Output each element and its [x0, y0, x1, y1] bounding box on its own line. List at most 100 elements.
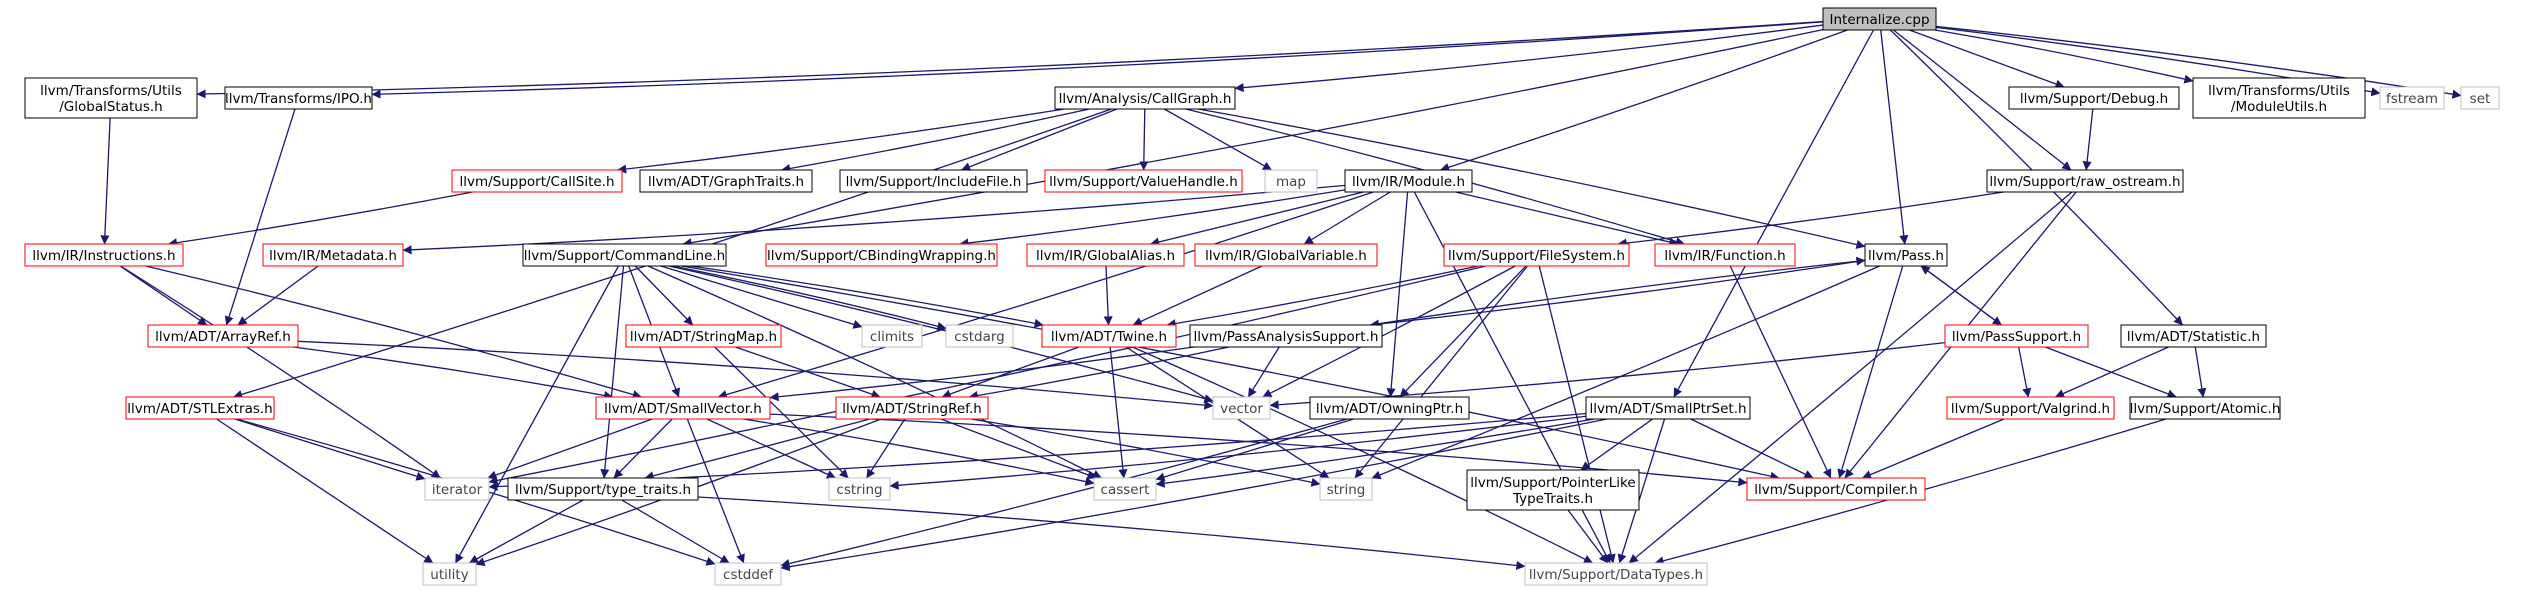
node-pass[interactable]: llvm/Pass.h — [1864, 243, 1948, 267]
node-debug-label: llvm/Support/Debug.h — [2020, 91, 2168, 107]
node-map-label: map — [1276, 174, 1306, 190]
node-typetraits[interactable]: llvm/Support/type_traits.h — [507, 477, 699, 501]
node-datatypes: llvm/Support/DataTypes.h — [1524, 562, 1708, 586]
edge-rawostream-to-datatypes — [1628, 191, 2073, 564]
node-instructions[interactable]: llvm/IR/Instructions.h — [24, 243, 184, 267]
edge-module-to-globalalias — [1150, 191, 1364, 247]
node-cbinding[interactable]: llvm/Support/CBindingWrapping.h — [765, 243, 998, 267]
node-moduleutils[interactable]: llvm/Transforms/Utils/ModuleUtils.h — [2192, 77, 2366, 119]
edge-twine-to-cassert — [1109, 346, 1128, 479]
edge-internalize-to-module — [1440, 29, 1848, 172]
edge-instructions-to-iterator — [120, 265, 441, 479]
node-includefile[interactable]: llvm/Support/IncludeFile.h — [839, 169, 1028, 193]
node-datatypes-box — [1524, 562, 1708, 586]
node-passsupport-box — [1944, 324, 2089, 348]
node-graphtraits[interactable]: llvm/ADT/GraphTraits.h — [639, 169, 813, 193]
node-utility-box — [422, 562, 477, 586]
node-moduleutils-label: llvm/Transforms/Utils — [2208, 83, 2350, 99]
edge-passanalysis-to-vector — [1247, 346, 1280, 398]
edge-twine-to-stringref — [941, 346, 1080, 399]
node-callgraph-label: llvm/Analysis/CallGraph.h — [1059, 91, 1232, 107]
edge-statistic-to-atomic — [2194, 346, 2207, 398]
node-internalize-box — [1822, 7, 1937, 31]
node-twine[interactable]: llvm/ADT/Twine.h — [1041, 324, 1177, 348]
node-valgrind[interactable]: llvm/Support/Valgrind.h — [1946, 396, 2115, 420]
node-smallptrset-label: llvm/ADT/SmallPtrSet.h — [1589, 401, 1746, 417]
node-smallvector[interactable]: llvm/ADT/SmallVector.h — [595, 396, 771, 420]
node-function-label: llvm/IR/Function.h — [1664, 248, 1785, 264]
node-statistic[interactable]: llvm/ADT/Statistic.h — [2120, 324, 2267, 348]
node-rawostream[interactable]: llvm/Support/raw_ostream.h — [1986, 169, 2184, 193]
node-passanalysis[interactable]: llvm/PassAnalysisSupport.h — [1189, 324, 1383, 348]
node-stringmap-label: llvm/ADT/StringMap.h — [630, 329, 777, 345]
node-commandline[interactable]: llvm/Support/CommandLine.h — [522, 243, 727, 267]
node-valuehandle-box — [1044, 169, 1243, 193]
node-set-label: set — [2470, 91, 2491, 107]
node-climits-label: climits — [870, 329, 914, 345]
edge-filesystem-to-twine — [1166, 265, 1479, 329]
node-stringmap[interactable]: llvm/ADT/StringMap.h — [625, 324, 782, 348]
node-compiler[interactable]: llvm/Support/Compiler.h — [1746, 477, 1926, 501]
edge-commandline-to-stringmap — [634, 265, 694, 326]
edge-pass-to-compiler — [1837, 265, 1904, 479]
edge-module-to-cbinding — [959, 189, 1346, 248]
edge-smallptrset-to-cstddef — [780, 418, 1608, 572]
node-metadata-label: llvm/IR/Metadata.h — [269, 248, 397, 264]
node-smallvector-box — [595, 396, 771, 420]
node-globalstatus[interactable]: llvm/Transforms/Utils/GlobalStatus.h — [24, 77, 198, 119]
node-callgraph[interactable]: llvm/Analysis/CallGraph.h — [1054, 86, 1236, 110]
node-internalize[interactable]: Internalize.cpp — [1822, 7, 1937, 31]
edge-rawostream-to-filesystem — [1617, 191, 2004, 248]
edge-callsite-to-instructions — [167, 191, 473, 248]
node-metadata[interactable]: llvm/IR/Metadata.h — [262, 243, 404, 267]
node-callsite[interactable]: llvm/Support/CallSite.h — [451, 169, 623, 193]
node-globalstatus-label: llvm/Transforms/Utils — [40, 83, 182, 99]
node-arrayref-box — [147, 324, 299, 348]
node-owningptr[interactable]: llvm/ADT/OwningPtr.h — [1309, 396, 1470, 420]
node-stringref[interactable]: llvm/ADT/StringRef.h — [835, 396, 989, 420]
node-atomic[interactable]: llvm/Support/Atomic.h — [2129, 396, 2281, 420]
node-globalalias[interactable]: llvm/IR/GlobalAlias.h — [1026, 243, 1185, 267]
node-graphtraits-label: llvm/ADT/GraphTraits.h — [648, 174, 804, 190]
node-vector-box — [1212, 396, 1271, 420]
node-valuehandle[interactable]: llvm/Support/ValueHandle.h — [1044, 169, 1243, 193]
node-statistic-label: llvm/ADT/Statistic.h — [2127, 329, 2260, 345]
node-debug[interactable]: llvm/Support/Debug.h — [2008, 86, 2180, 110]
node-metadata-box — [262, 243, 404, 267]
node-instructions-label: llvm/IR/Instructions.h — [32, 248, 175, 264]
node-module[interactable]: llvm/IR/Module.h — [1344, 169, 1473, 193]
edge-commandline-to-compiler — [681, 265, 1780, 481]
edge-smallvector-to-iterator — [487, 418, 653, 480]
node-valgrind-box — [1946, 396, 2115, 420]
node-cstdarg-box — [945, 324, 1014, 348]
node-smallptrset[interactable]: llvm/ADT/SmallPtrSet.h — [1585, 396, 1751, 420]
edge-internalize-to-rawostream — [1893, 29, 2072, 171]
node-passsupport[interactable]: llvm/PassSupport.h — [1944, 324, 2089, 348]
edge-owningptr-to-cstddef — [780, 418, 1348, 568]
edge-commandline-to-twine — [690, 265, 1044, 328]
node-instructions-box — [24, 243, 184, 267]
node-function[interactable]: llvm/IR/Function.h — [1654, 243, 1796, 267]
edge-globalalias-to-twine — [1103, 265, 1113, 326]
node-filesystem[interactable]: llvm/Support/FileSystem.h — [1443, 243, 1630, 267]
node-owningptr-box — [1309, 396, 1470, 420]
edge-module-to-metadata — [402, 184, 1346, 255]
node-valgrind-label: llvm/Support/Valgrind.h — [1951, 401, 2110, 417]
edge-module-to-datatypes — [1413, 191, 1611, 564]
node-atomic-box — [2129, 396, 2281, 420]
edge-smallptrset-to-cassert — [1155, 418, 1595, 488]
edge-internalize-to-ipo — [371, 21, 1824, 99]
node-callgraph-box — [1054, 86, 1236, 110]
node-arrayref[interactable]: llvm/ADT/ArrayRef.h — [147, 324, 299, 348]
node-map: map — [1264, 169, 1318, 193]
node-stlextras[interactable]: llvm/ADT/STLExtras.h — [125, 396, 275, 420]
node-debug-box — [2008, 86, 2180, 110]
node-ipo[interactable]: llvm/Transforms/IPO.h — [224, 86, 373, 110]
node-globalvariable[interactable]: llvm/IR/GlobalVariable.h — [1194, 243, 1378, 267]
node-cstddef-box — [714, 562, 782, 586]
node-compiler-box — [1746, 477, 1926, 501]
edge-stlextras-to-utility — [216, 418, 434, 564]
node-statistic-box — [2120, 324, 2267, 348]
edge-commandline-to-cstdarg — [672, 265, 947, 331]
